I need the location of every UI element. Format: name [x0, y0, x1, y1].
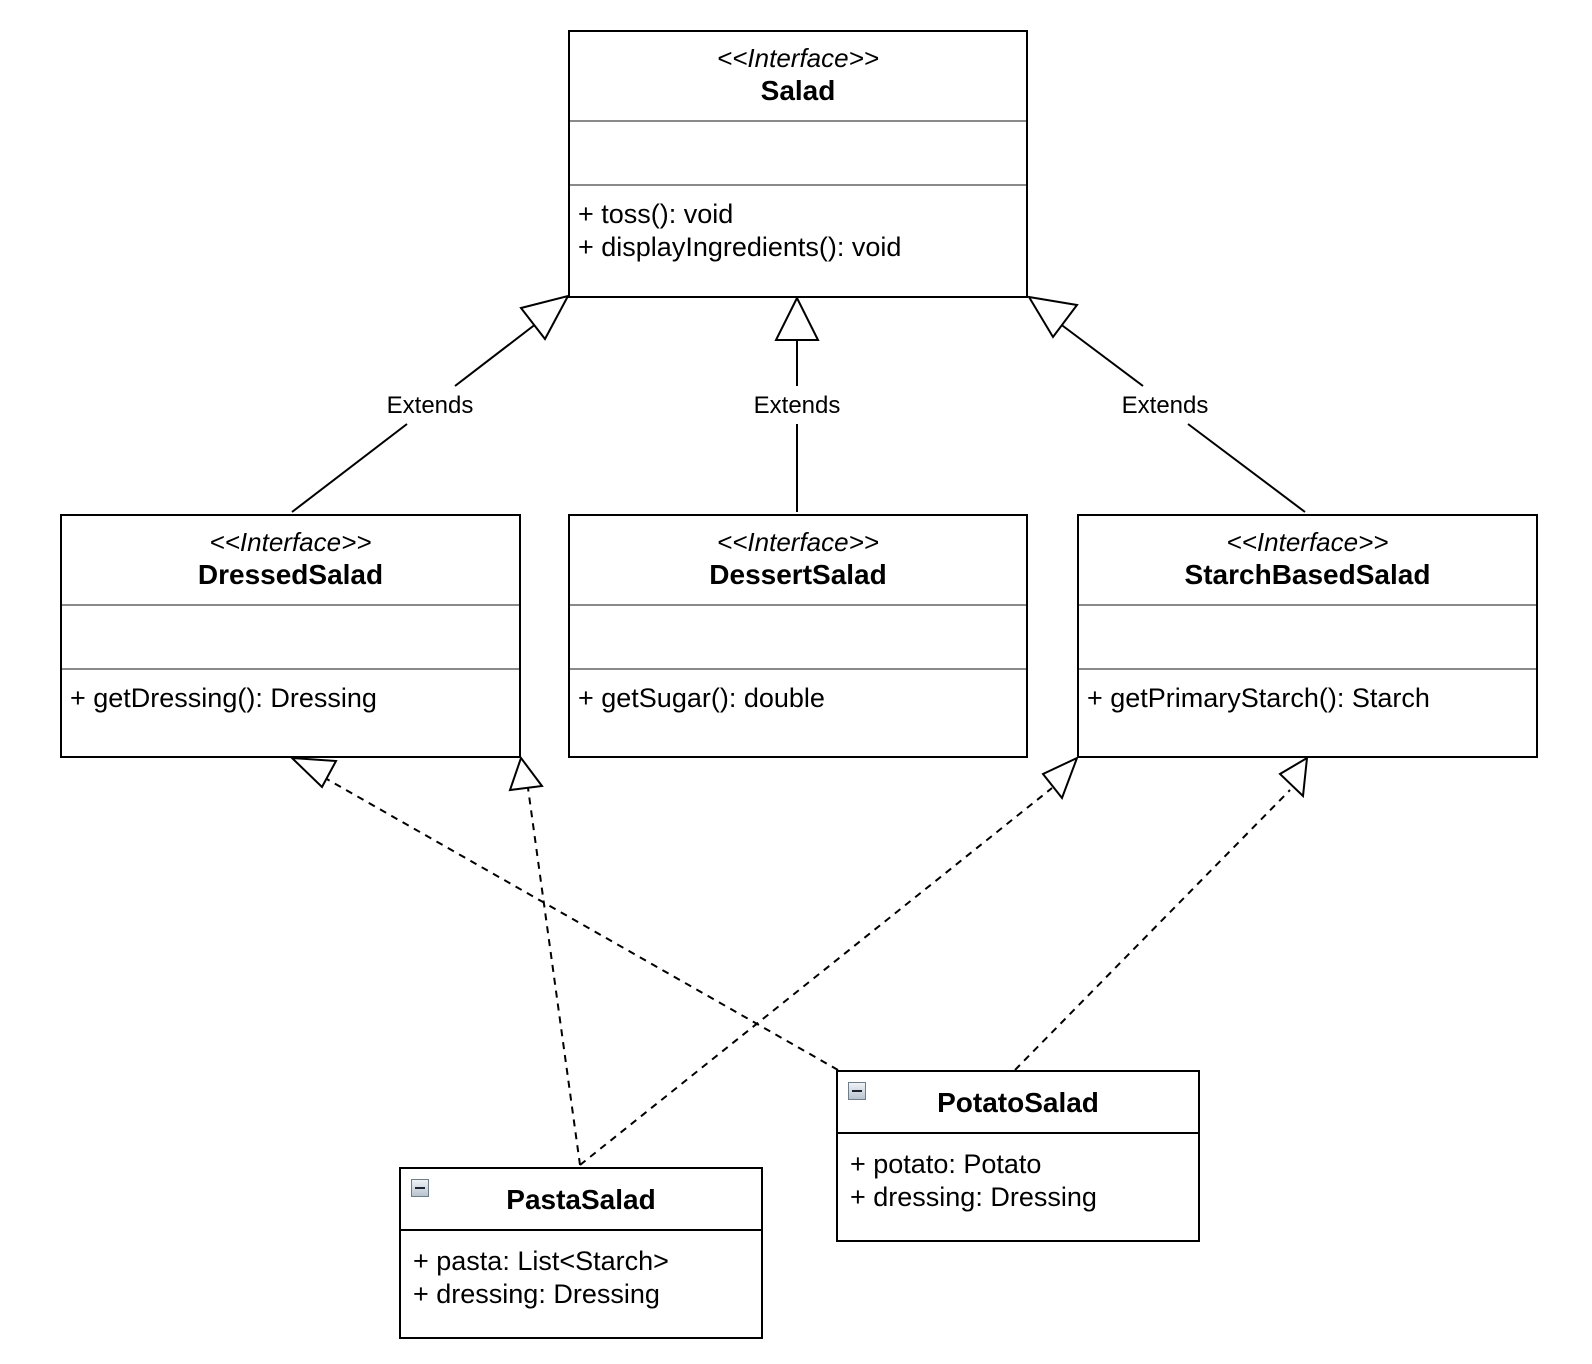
interface-name: Salad: [760, 75, 836, 106]
realization-arrowhead: [289, 756, 338, 789]
extends-arrowhead: [519, 294, 570, 341]
attributes-compartment: [62, 606, 519, 670]
class-pasta-salad: PastaSalad + pasta: List<Starch> + dress…: [399, 1167, 763, 1339]
class-potato-salad: PotatoSalad + potato: Potato + dressing:…: [836, 1070, 1200, 1242]
extends-dessert-to-salad: Extends: [754, 295, 841, 512]
class-header: PotatoSalad: [838, 1072, 1198, 1134]
interface-name: DressedSalad: [197, 559, 384, 590]
extends-arrowhead: [1027, 295, 1079, 339]
realization-arrowhead: [1278, 756, 1309, 799]
attributes-compartment: + potato: Potato + dressing: Dressing: [838, 1134, 1198, 1214]
realization-arrowhead: [1041, 756, 1079, 801]
attribute: + dressing: Dressing: [850, 1182, 1097, 1212]
interface-header: <<Interface>> DessertSalad: [570, 516, 1026, 606]
collapse-icon[interactable]: [411, 1179, 429, 1197]
attributes-compartment: [1079, 606, 1536, 670]
interface-dessert-salad: <<Interface>> DessertSalad + getSugar():…: [568, 514, 1028, 758]
operation: + toss(): void: [578, 199, 734, 229]
extends-label-starch: Extends: [1122, 392, 1209, 419]
interface-header: <<Interface>> StarchBasedSalad: [1079, 516, 1536, 606]
class-name: PastaSalad: [506, 1184, 656, 1215]
attributes-compartment: [570, 606, 1026, 670]
operation: + displayIngredients(): void: [578, 232, 902, 262]
interface-name: StarchBasedSalad: [1184, 559, 1431, 590]
stereotype-label: <<Interface>>: [717, 527, 879, 557]
operation: + getPrimaryStarch(): Starch: [1087, 683, 1430, 713]
extends-arrowhead: [774, 295, 820, 341]
attributes-compartment: + pasta: List<Starch> + dressing: Dressi…: [401, 1231, 761, 1311]
operation: + getDressing(): Dressing: [70, 683, 377, 713]
interface-name: DessertSalad: [709, 559, 887, 590]
operations-compartment: + toss(): void + displayIngredients(): v…: [570, 186, 1026, 264]
realization-arrowhead: [508, 755, 544, 792]
stereotype-label: <<Interface>>: [209, 527, 372, 557]
extends-dressed-to-salad: Extends: [291, 294, 570, 513]
operations-compartment: + getSugar(): double: [570, 670, 1026, 715]
interface-dressed-salad: <<Interface>> DressedSalad + getDressing…: [60, 514, 521, 758]
interface-header: <<Interface>> DressedSalad: [62, 516, 519, 606]
extends-starch-to-salad: Extends: [1027, 295, 1306, 513]
attribute: + pasta: List<Starch>: [413, 1246, 669, 1276]
stereotype-label: <<Interface>>: [717, 43, 879, 73]
stereotype-label: <<Interface>>: [1226, 527, 1389, 557]
attribute: + dressing: Dressing: [413, 1279, 660, 1309]
interface-starch-based-salad: <<Interface>> StarchBasedSalad + getPrim…: [1077, 514, 1538, 758]
implements-potato-to-dressed: [289, 756, 839, 1071]
operations-compartment: + getDressing(): Dressing: [62, 670, 519, 715]
operation: + getSugar(): double: [578, 683, 825, 713]
class-header: PastaSalad: [401, 1169, 761, 1231]
operations-compartment: + getPrimaryStarch(): Starch: [1079, 670, 1536, 715]
collapse-icon[interactable]: [848, 1082, 866, 1100]
attributes-compartment: [570, 122, 1026, 186]
interface-salad: <<Interface>> Salad + toss(): void + dis…: [568, 30, 1028, 298]
extends-label-dressed: Extends: [387, 392, 474, 419]
implements-pasta-to-starch: [579, 756, 1079, 1166]
extends-label-dessert: Extends: [754, 392, 841, 419]
implements-potato-to-starch: [1014, 756, 1309, 1071]
interface-header: <<Interface>> Salad: [570, 32, 1026, 122]
class-name: PotatoSalad: [937, 1087, 1099, 1118]
attribute: + potato: Potato: [850, 1149, 1042, 1179]
implements-pasta-to-dressed: [508, 755, 581, 1166]
